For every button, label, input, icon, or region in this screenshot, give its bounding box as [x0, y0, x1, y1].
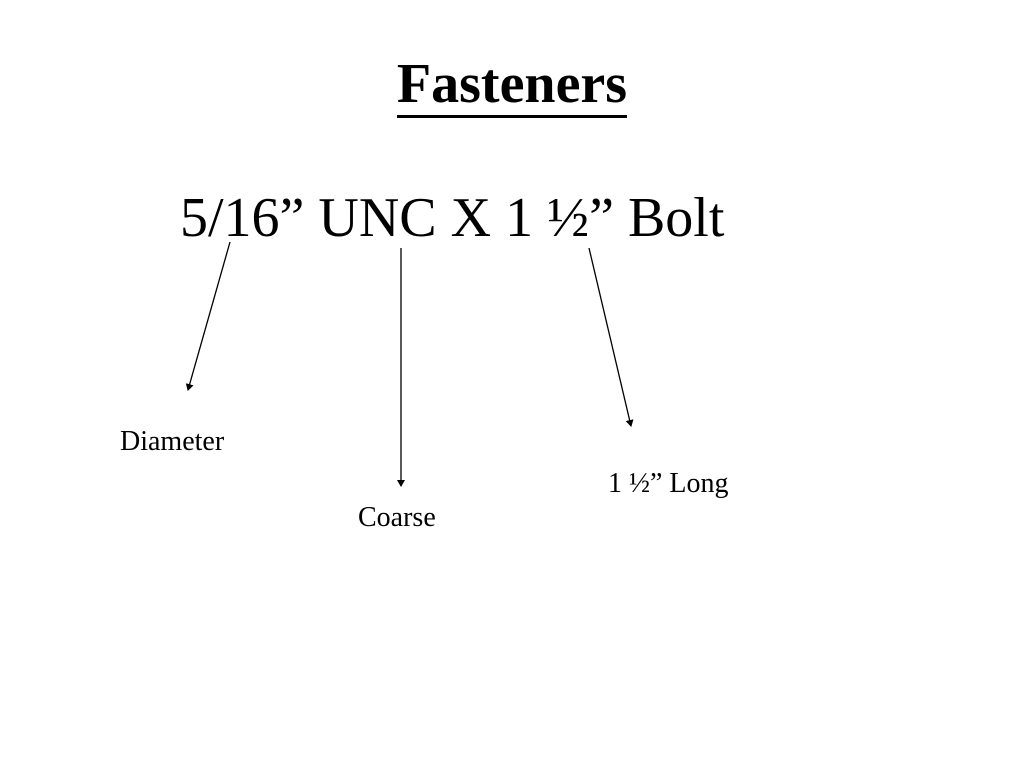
arrow-to-diameter	[185, 241, 231, 391]
slide-title-text: Fasteners	[396, 53, 628, 118]
bolt-specification: 5/16” UNC X 1 ½” Bolt	[180, 187, 725, 249]
coarse-thread-label: Coarse	[358, 502, 436, 533]
slide-title: Fasteners	[0, 52, 1024, 118]
arrow-to-length	[588, 247, 634, 427]
length-label: 1 ½” Long	[608, 468, 729, 499]
diameter-label: Diameter	[120, 426, 225, 457]
